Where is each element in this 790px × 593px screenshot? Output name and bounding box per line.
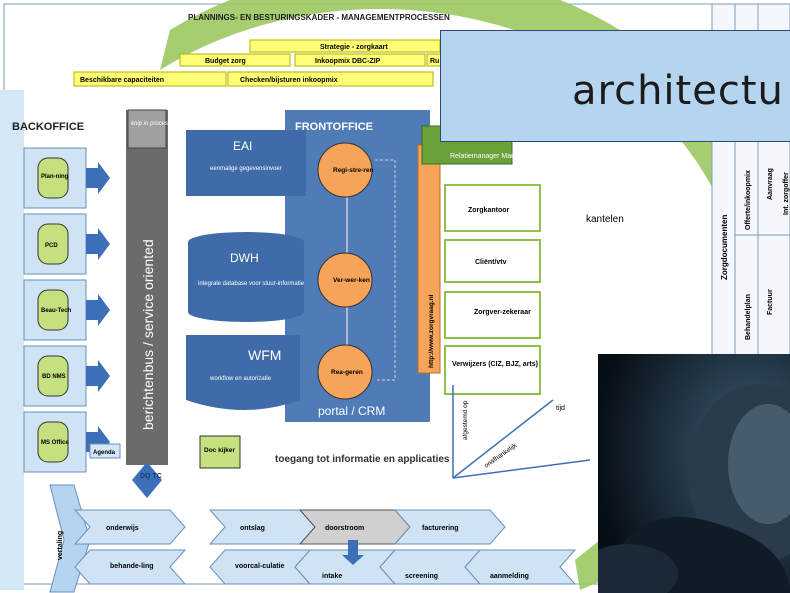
cylinder-label: Beau-Tech bbox=[41, 308, 72, 314]
process-label: doorstroom bbox=[325, 525, 364, 532]
step-label: Regi-stre-ren bbox=[333, 167, 373, 174]
column-label: Aanvraag bbox=[767, 168, 774, 200]
column-label: Zorgdocumenten bbox=[720, 215, 729, 280]
process-label: intake bbox=[322, 573, 342, 580]
process-label: aanmelding bbox=[490, 573, 529, 580]
top-bar-label: Checken/bijsturen inkoopmix bbox=[240, 77, 338, 84]
system-name: DWH bbox=[230, 251, 259, 265]
cylinder-label: BD NMS bbox=[42, 374, 66, 380]
system-desc: integrale database voor stuur-informatie bbox=[198, 281, 305, 287]
right-box-label: Cliënt/vtv bbox=[475, 259, 507, 266]
diagram-title: PLANNINGS- EN BESTURINGSKADER - MANAGEME… bbox=[188, 13, 450, 22]
overlay-title-box bbox=[440, 30, 790, 142]
left-vertical-label: vertaling bbox=[57, 531, 64, 560]
overlay-title: architectu bbox=[572, 68, 784, 114]
right-box-label: Zorgver-zekeraar bbox=[474, 309, 531, 316]
process-label: behande-ling bbox=[110, 563, 154, 570]
top-bar-label: Inkoopmix DBC-ZIP bbox=[315, 58, 381, 65]
top-bar-label: Ru bbox=[430, 58, 439, 65]
right-box-label: Zorgkantoor bbox=[468, 207, 509, 214]
cylinder-label: MS Office bbox=[41, 440, 69, 446]
knip-label: knip in proces bbox=[131, 121, 168, 127]
frontoffice-label: FRONTOFFICE bbox=[295, 121, 373, 133]
column-label: Factuur bbox=[767, 289, 774, 315]
top-bar-label: Budget zorg bbox=[205, 58, 246, 65]
docviewer-label: Doc kijker bbox=[204, 447, 236, 454]
cylinder-card: PCD bbox=[23, 213, 110, 275]
kantelen-label: kantelen bbox=[586, 214, 624, 225]
cylinder-label: PCD bbox=[45, 243, 58, 249]
person-photo bbox=[598, 354, 790, 593]
top-bar-label: Strategie - zorgkaart bbox=[320, 44, 388, 51]
cylinder-card: Beau-Tech bbox=[23, 279, 110, 341]
axis-y-label: afgestemd op bbox=[462, 400, 469, 440]
cylinder-label: Plan-ning bbox=[41, 174, 69, 180]
portal-label: portal / CRM bbox=[318, 404, 385, 418]
system-name: WFM bbox=[248, 347, 281, 363]
step-label: Ver-wer-ken bbox=[333, 277, 370, 284]
process-label: facturering bbox=[422, 525, 459, 532]
top-bar-label: Beschikbare capaciteiten bbox=[80, 77, 164, 84]
access-label: toegang tot informatie en applicaties bbox=[275, 454, 450, 465]
backoffice-label: BACKOFFICE bbox=[12, 121, 84, 133]
manager-label: Relatiemanager Manager bbox=[450, 153, 530, 160]
axis-z-label: tijd bbox=[556, 405, 565, 412]
column-label: Behandelplan bbox=[745, 294, 752, 340]
process-label: voorcal-culatie bbox=[235, 563, 285, 570]
process-label: screening bbox=[405, 573, 438, 580]
cylinder-card: BD NMS bbox=[23, 345, 110, 407]
www-label: http://www.zorgvraag.nl bbox=[428, 294, 435, 368]
right-box-label: Verwijzers (CIZ, BJZ, arts) bbox=[452, 361, 538, 368]
bus-label: berichtenbus / service oriented bbox=[140, 239, 156, 430]
step-label: Rea-geren bbox=[331, 369, 363, 376]
agenda-label: Agenda bbox=[93, 450, 116, 456]
process-label: ontslag bbox=[240, 525, 265, 532]
system-desc: workflow en autorizatie bbox=[209, 376, 272, 382]
system-desc: eenmalige gegevensinvoer bbox=[210, 166, 282, 172]
cylinder-card: Plan-ning bbox=[23, 147, 110, 209]
column-label: Int. zorgoffer bbox=[783, 172, 790, 215]
cylinder-card: MS Office bbox=[23, 411, 110, 473]
process-label: onderwijs bbox=[106, 525, 139, 532]
dq-label: DQ TC bbox=[140, 473, 162, 480]
system-name: EAI bbox=[233, 139, 252, 153]
column-label: Offerte/inkoopmix bbox=[745, 170, 752, 230]
